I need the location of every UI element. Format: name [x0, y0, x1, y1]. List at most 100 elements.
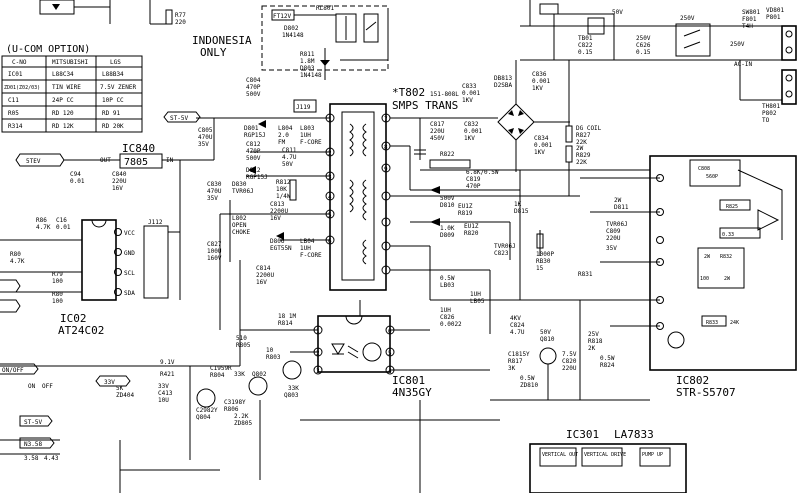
label-r806: C3198Y	[224, 399, 246, 406]
label-r80: R80	[10, 251, 21, 258]
transformer-part: 151-808L	[430, 91, 459, 98]
label: 0.15	[636, 49, 651, 56]
label-d815: 1K	[514, 201, 522, 208]
t802-right-pins: 7 8 9	[381, 113, 391, 275]
ic301-part: LA7833	[614, 428, 654, 441]
label: FM	[278, 139, 286, 146]
block-inh: 24K	[730, 320, 739, 326]
label-rb30: 1000P	[536, 251, 554, 258]
label-d806: D806	[270, 238, 285, 245]
label: R805	[236, 342, 251, 349]
ucom-header: MITSUBISHI	[52, 59, 89, 66]
primary-snubber: R822 6.8K/0.5W C819 470P 500V D810 EU1Z …	[390, 145, 650, 334]
label-c819: 6.8K/0.5W	[466, 169, 499, 176]
ic301-block-vertical-out: VERTICAL OUT	[542, 452, 578, 458]
label-q803: 33K	[288, 385, 299, 392]
switch-title: ON/OFF	[2, 367, 24, 374]
label: 1KV	[532, 85, 543, 92]
label: 450V	[430, 135, 445, 142]
label-r77: R77	[175, 12, 186, 19]
label: D811	[614, 204, 629, 211]
svg-text:ST-5V: ST-5V	[170, 115, 188, 122]
rail-5tev: 5TEV	[26, 158, 41, 165]
label-c827: C827	[207, 241, 222, 248]
label: D810	[440, 202, 455, 209]
label: 1N4148	[300, 72, 322, 79]
ic801-optocoupler: 1 2 3 6 5 4 IC801 4N35GY 18 1M R814	[240, 313, 490, 399]
block-rational-drive: C808	[698, 166, 710, 172]
label-zd404: 5K	[116, 385, 124, 392]
svg-text:2: 2	[328, 150, 332, 157]
label: ZD805	[234, 420, 252, 427]
svg-text:5: 5	[328, 212, 332, 219]
ucom-cell: R05	[8, 110, 19, 117]
label-c413: 33V	[158, 383, 169, 390]
label-c812: C812	[246, 141, 261, 148]
label-d809: 1.0K	[440, 225, 455, 232]
ic840-regulator: 5TEV IC840 7805 OUT IN C94 0.01 C840 220…	[15, 118, 215, 192]
ic840-part: 7805	[124, 157, 148, 168]
label-l804: L804	[278, 125, 293, 132]
ucom-cell: L88C34	[52, 71, 74, 78]
svg-text:2: 2	[316, 350, 320, 357]
label: 1KV	[464, 135, 475, 142]
label: 470U	[198, 134, 213, 141]
label: R829	[576, 152, 591, 159]
label: 470P	[466, 183, 481, 190]
label-r79: R79	[52, 271, 63, 278]
label: 22K	[576, 159, 587, 166]
label-p801: VD801	[766, 7, 784, 14]
label-c824: 4KV	[510, 315, 521, 322]
misc-bottom	[119, 300, 500, 493]
ic801-ref: IC801	[392, 374, 425, 387]
startup-resistors: DG COIL R827 22K 2W R829 22K	[565, 60, 602, 196]
block-cap: 2W	[724, 276, 731, 282]
label-lb03: 0.5W	[440, 275, 455, 282]
label-c834: C834	[534, 135, 549, 142]
label-q804: C2982Y	[196, 407, 218, 414]
region-note-line2: ONLY	[200, 46, 227, 59]
label: RB30	[536, 258, 551, 265]
label: 470P	[246, 84, 261, 91]
label: R819	[458, 210, 473, 217]
label: P801	[766, 14, 781, 21]
label: R814	[278, 320, 293, 327]
label-r822: R822	[440, 151, 455, 158]
label-c809: TVR06J	[606, 221, 628, 228]
standby-control: 510 R805 10 R803 33K Q803 C1959R R804 33…	[0, 260, 302, 480]
label-r812: R812	[276, 179, 291, 186]
label-d811: 2W	[614, 197, 622, 204]
ic02-eeprom: R86 4.7K C16 0.01 VCC GND SCL SDA J112 I…	[0, 160, 181, 337]
label-db813: DB813	[494, 75, 512, 82]
label: C819	[466, 176, 481, 183]
label-c817: C817	[430, 121, 445, 128]
label-c832: C832	[464, 121, 479, 128]
label: 4.7K	[36, 224, 51, 231]
ucom-cell: IC01	[8, 71, 23, 78]
label-cell: 4.43	[44, 455, 59, 462]
label: 100U	[207, 248, 222, 255]
label: 1KV	[462, 97, 473, 104]
ic802-ref: IC802	[676, 374, 709, 387]
label: 16V	[256, 279, 267, 286]
label-c836: C836	[532, 71, 547, 78]
ic802-str-s5707: C808 560P R825 0.33 2W R832 100 2W R833 …	[578, 155, 797, 399]
relay-rl801: FT12V RL801 D802 1N4148 R811 1.8M D803 1…	[261, 5, 389, 80]
label: 100	[52, 278, 63, 285]
svg-text:7: 7	[384, 116, 388, 123]
ucom-option-table: (U-COM OPTION) C-NO MITSUBISHI LGS IC01 …	[1, 44, 143, 133]
svg-text:1: 1	[316, 328, 320, 335]
label: 500V	[246, 91, 261, 98]
label-c804: C804	[246, 77, 261, 84]
ac-input: 50V TB01 C822 0.15 250V C626 0.15 250V S…	[520, 0, 797, 124]
left-rails: ON/OFF ON OFF 33V ST-5V N3.58 3.58 4.43	[0, 363, 131, 462]
ucom-cell: RD 12K	[52, 123, 74, 130]
label: C826	[440, 314, 455, 321]
secondary-labels: C804 470P 500V J119 C805 470U 35V D801 R…	[196, 77, 330, 330]
label: RGP15J	[246, 174, 268, 181]
label: R421	[160, 371, 175, 378]
label: 470U	[207, 188, 222, 195]
label-vd801: 250V	[730, 41, 745, 48]
label-l803: L803	[300, 125, 315, 132]
label: ZD810	[520, 382, 538, 389]
